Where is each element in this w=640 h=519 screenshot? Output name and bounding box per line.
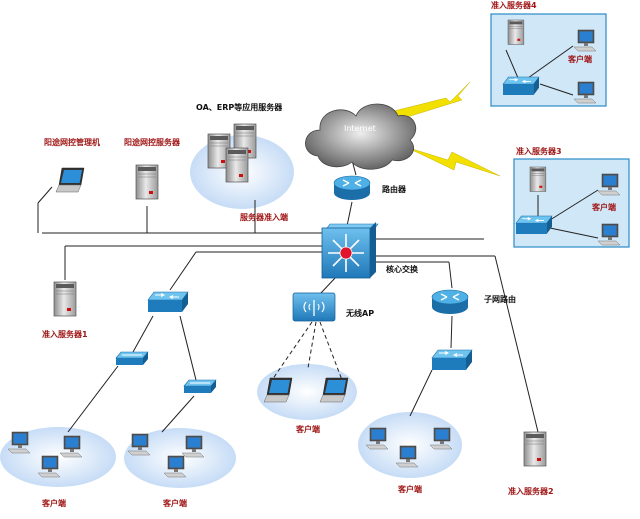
client-r-label: 客户端 bbox=[397, 484, 422, 494]
core-label: 核心交换 bbox=[386, 264, 419, 274]
oa-erp-label: OA、ERP等应用服务器 bbox=[196, 102, 283, 112]
laptop-icon[interactable] bbox=[55, 167, 85, 193]
wireless-ap-icon[interactable] bbox=[292, 292, 336, 322]
server-access-label: 服务器准入端 bbox=[240, 212, 288, 222]
lightning-icon bbox=[405, 146, 501, 177]
server-icon[interactable] bbox=[53, 281, 77, 317]
cloud-icon bbox=[305, 103, 417, 170]
switch-icon[interactable] bbox=[147, 291, 189, 313]
router-label: 路由器 bbox=[382, 184, 407, 194]
server-icon[interactable] bbox=[529, 166, 547, 192]
hub-icon[interactable] bbox=[183, 379, 217, 394]
client-l-label: 客户端 bbox=[41, 498, 66, 508]
network-links bbox=[37, 45, 599, 433]
server-icon[interactable] bbox=[507, 19, 525, 45]
lightning-icon bbox=[389, 81, 471, 119]
client-r3-label: 客户端 bbox=[591, 202, 616, 212]
server-icon[interactable] bbox=[523, 431, 547, 467]
server3-label: 准入服务器3 bbox=[516, 146, 562, 156]
server4-label: 准入服务器4 bbox=[491, 0, 537, 10]
client-tr-label: 客户端 bbox=[567, 54, 592, 64]
subnet-router-label: 子网路由 bbox=[484, 294, 516, 304]
wireless-links bbox=[271, 321, 343, 381]
client-ap-label: 客户端 bbox=[295, 424, 320, 434]
hub-icon[interactable] bbox=[115, 351, 149, 366]
router-icon[interactable] bbox=[333, 175, 371, 201]
server-icon[interactable] bbox=[225, 147, 249, 183]
internet-label: Internet bbox=[344, 124, 376, 133]
ctl-server-label: 阳途网控服务器 bbox=[124, 137, 181, 147]
subnet-router-icon[interactable] bbox=[431, 289, 469, 315]
ap-label: 无线AP bbox=[345, 308, 374, 318]
core-switch-icon[interactable] bbox=[321, 222, 379, 279]
mgmt-pc-label: 阳途网控管理机 bbox=[44, 137, 100, 147]
switch-icon[interactable] bbox=[515, 215, 553, 235]
switch-icon[interactable] bbox=[502, 76, 540, 96]
server-icon[interactable] bbox=[135, 164, 159, 200]
server2-label: 准入服务器2 bbox=[508, 486, 554, 496]
switch-icon[interactable] bbox=[431, 349, 473, 371]
server1-label: 准入服务器1 bbox=[42, 329, 88, 339]
client-m-label: 客户端 bbox=[162, 498, 187, 508]
